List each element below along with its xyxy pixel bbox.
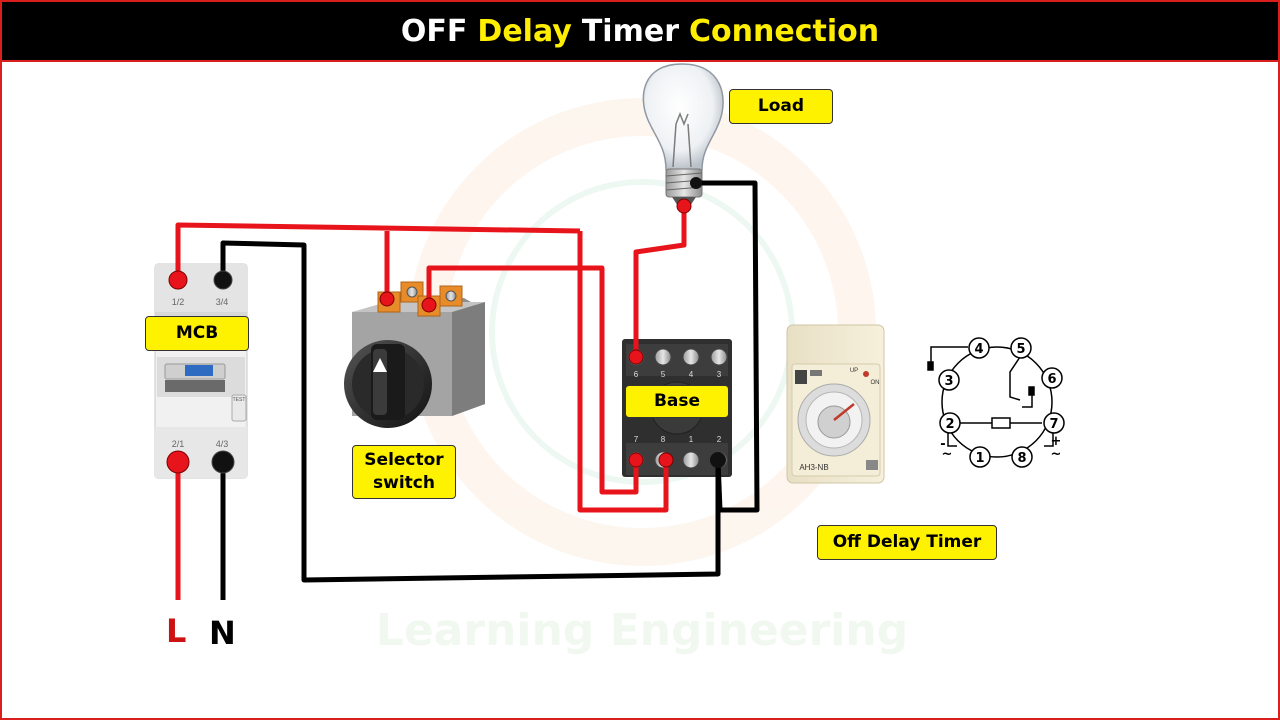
wire-base-pin6-to-load	[633, 206, 687, 357]
base-pin6-dot	[628, 349, 644, 365]
mcb-mark-bottom-right: 4/3	[216, 439, 229, 449]
timer-pin-number: 6	[1047, 372, 1056, 387]
base-pin-label: 3	[717, 370, 722, 379]
label-off-delay-timer: Off Delay Timer	[817, 525, 997, 560]
timer-pin-plus: +	[1051, 434, 1062, 449]
timer-up-mark: UP	[850, 368, 858, 374]
mcb-in-neutral-dot	[213, 270, 233, 290]
light-bulb-icon	[642, 63, 724, 206]
base-pin-label: 5	[661, 370, 666, 379]
label-mcb: MCB	[145, 316, 249, 351]
base-pin-label: 2	[717, 435, 722, 444]
timer-pin-ac: ~	[942, 447, 953, 462]
timer-pin-number: 8	[1017, 451, 1026, 466]
label-base: Base	[625, 385, 729, 418]
base-pin-label: 8	[661, 435, 666, 444]
timer-pin-number: 3	[944, 374, 953, 389]
title-word-delay: Delay	[477, 13, 572, 49]
watermark: Learning Engineering	[375, 605, 909, 656]
timer-pin-number: 7	[1049, 417, 1058, 432]
timer-pin-number: 2	[945, 417, 954, 432]
base-pin-label: 4	[689, 370, 694, 379]
label-load: Load	[729, 89, 833, 124]
mcb-mark-top-left: 1/2	[172, 297, 185, 307]
mcb-in-live-dot	[168, 270, 188, 290]
mcb-test-mark: TEST	[233, 397, 246, 403]
title-word-timer: Timer	[581, 13, 679, 49]
base-pin-label: 7	[634, 435, 639, 444]
title-word-connection: Connection	[689, 13, 880, 49]
off-delay-timer-device	[786, 324, 885, 484]
selector-switch-device	[344, 281, 485, 428]
timer-pin-number: 1	[975, 451, 984, 466]
mcb-mark-bottom-left: 2/1	[172, 439, 185, 449]
timer-pin-diagram	[927, 346, 1054, 458]
title-bar: OFF Delay Timer Connection	[2, 2, 1278, 62]
mcb-device	[154, 263, 248, 479]
mcb-out-live-dot	[166, 450, 190, 474]
bulb-neutral-dot	[690, 177, 702, 189]
switch-dot	[421, 297, 437, 313]
timer-pin-number: 4	[974, 342, 983, 357]
timer-on-mark: ON	[871, 380, 880, 386]
base-pin2-dot	[710, 452, 726, 468]
label-selector-switch: Selector switch	[352, 445, 456, 499]
timer-pin-number: 5	[1016, 342, 1025, 357]
timer-model-mark: AH3-NB	[799, 463, 828, 472]
timer-pin-ac: ~	[1051, 447, 1062, 462]
line-terminal-label: L	[166, 612, 187, 650]
label-selector-line1: Selector	[364, 450, 444, 471]
timer-pin-minus: -	[940, 437, 945, 452]
mcb-out-neutral-dot	[211, 450, 235, 474]
wire-switch-to-base-pin7	[426, 265, 639, 495]
terminal-dots	[166, 177, 726, 474]
timer-pin-circles	[938, 337, 1065, 468]
neutral-terminal-label: N	[209, 614, 236, 652]
title-word-off: OFF	[400, 13, 468, 49]
mcb-mark-top-right: 3/4	[216, 297, 229, 307]
wire-live-to-base-pin8	[577, 231, 669, 513]
wire-mcb-out-to-switch	[175, 222, 581, 272]
label-selector-line2: switch	[373, 473, 435, 493]
wire-load-neutral-to-pin2	[696, 180, 760, 513]
wires	[175, 180, 760, 600]
base-pin7-dot	[628, 452, 644, 468]
base-pin-label: 6	[634, 370, 639, 379]
base-pin8-dot	[658, 452, 674, 468]
wire-mcb-neutral-out	[220, 240, 721, 583]
bulb-live-dot	[676, 198, 692, 214]
base-pin-label: 1	[689, 435, 694, 444]
switch-dot	[379, 291, 395, 307]
